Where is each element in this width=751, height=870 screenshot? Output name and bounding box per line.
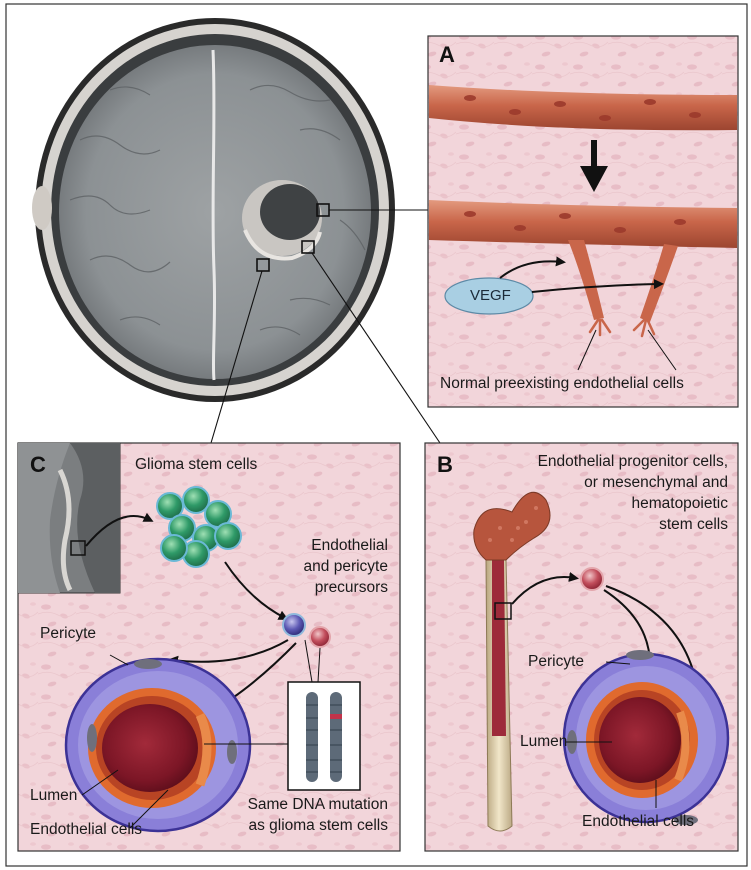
- panel-a: [428, 36, 738, 407]
- vegf-label: VEGF: [470, 287, 511, 304]
- panel-c-pericyte-label: Pericyte: [40, 624, 96, 643]
- panel-b-source-line-1: Endothelial progenitor cells,: [470, 452, 728, 471]
- glioma-stem-cells-label: Glioma stem cells: [135, 455, 257, 474]
- panel-b-lumen-label: Lumen: [520, 732, 567, 751]
- panel-c-letter: C: [30, 452, 46, 478]
- precursor-line-1: Endothelial: [240, 536, 388, 555]
- mutation-line-1: Same DNA mutation: [200, 795, 388, 814]
- mutation-line-2: as glioma stem cells: [200, 816, 388, 835]
- panel-c-lumen-label: Lumen: [30, 786, 77, 805]
- panel-c-endothelial-label: Endothelial cells: [30, 820, 142, 839]
- precursor-line-2: and pericyte: [240, 557, 388, 576]
- panel-b-source-line-3: hematopoietic: [470, 494, 728, 513]
- precursor-line-3: precursors: [240, 578, 388, 597]
- panel-b-pericyte-label: Pericyte: [528, 652, 584, 671]
- panel-b-source-line-4: stem cells: [470, 515, 728, 534]
- panel-a-caption: Normal preexisting endothelial cells: [440, 374, 684, 393]
- panel-b-endothelial-label: Endothelial cells: [582, 812, 694, 831]
- panel-a-letter: A: [439, 42, 455, 68]
- panel-b-letter: B: [437, 452, 453, 478]
- panel-b-source-line-2: or mesenchymal and: [470, 473, 728, 492]
